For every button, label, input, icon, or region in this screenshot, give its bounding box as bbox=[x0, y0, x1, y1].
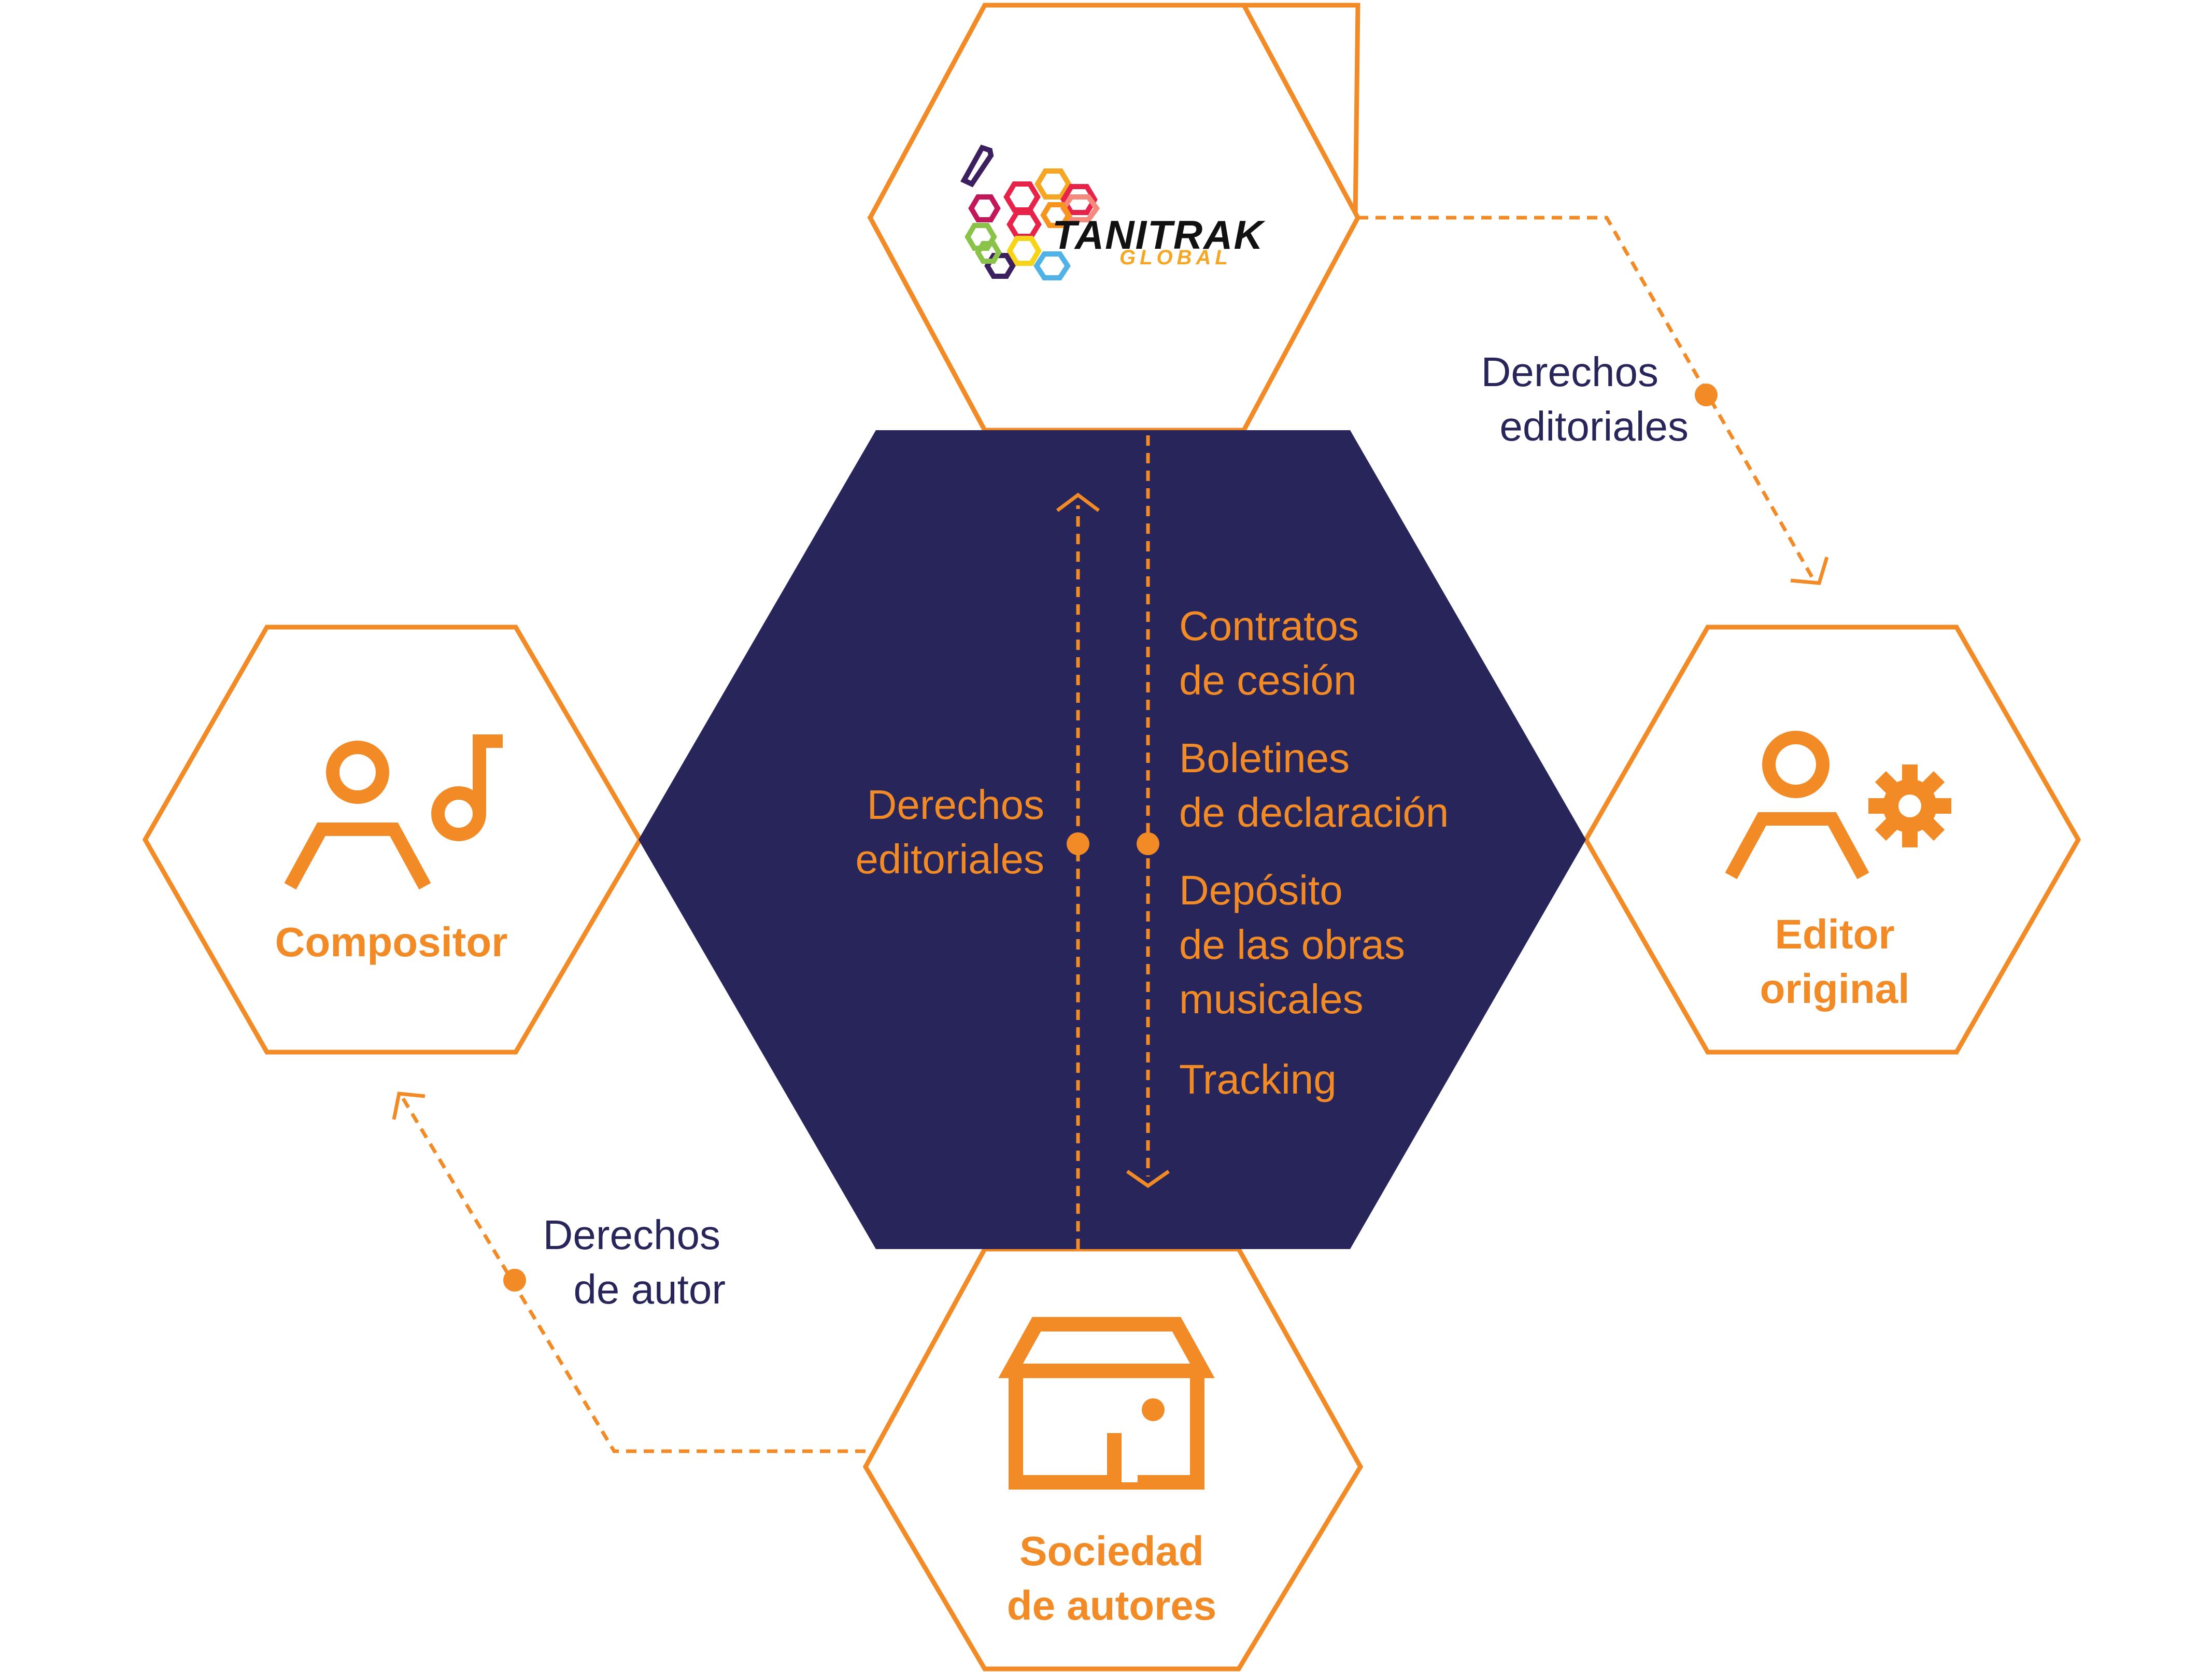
center-down-arrowhead bbox=[1126, 1170, 1170, 1188]
society-label-line1: Sociedad bbox=[1019, 1528, 1204, 1574]
person-gear-icon bbox=[1725, 731, 1951, 880]
logo-brand-main: TANITRAK bbox=[1052, 212, 1266, 258]
logo-brand-sub: GLOBAL bbox=[1119, 246, 1232, 269]
item-deposit-line3: musicales bbox=[1179, 976, 1364, 1022]
author-rights-arrowhead bbox=[392, 1092, 426, 1120]
author-rights-label-line2: de autor bbox=[573, 1266, 726, 1312]
editorial-rights-flow-arrow bbox=[1358, 216, 1816, 582]
item-deposit-line1: Depósito bbox=[1179, 867, 1343, 913]
editorial-rights-label-line2: editoriales bbox=[1499, 403, 1689, 449]
author-rights-label-line1: Derechos bbox=[543, 1212, 720, 1258]
author-rights-dot bbox=[503, 1269, 526, 1292]
building-door-knob bbox=[1142, 1398, 1165, 1421]
logo-hexagon-cluster-icon bbox=[960, 144, 1100, 280]
item-contracts-line1: Contratos bbox=[1179, 603, 1359, 649]
center-right-dot bbox=[1137, 832, 1159, 855]
editorial-rights-arrowhead bbox=[1790, 556, 1829, 585]
editor-label-line2: original bbox=[1760, 966, 1910, 1012]
composer-label: Compositor bbox=[275, 919, 508, 965]
society-label-line2: de autores bbox=[1007, 1582, 1217, 1628]
center-left-dot bbox=[1067, 832, 1089, 855]
tanitrak-logo: TANITRAK GLOBAL bbox=[960, 144, 1266, 280]
center-hexagon bbox=[639, 430, 1586, 1249]
editorial-rights-label-line1: Derechos bbox=[1481, 349, 1658, 395]
center-up-arrowhead bbox=[1056, 492, 1100, 512]
item-bulletins-line1: Boletines bbox=[1179, 735, 1350, 781]
center-items-list: Contratos de cesión Boletines de declara… bbox=[1179, 603, 1449, 1102]
person-music-note-icon bbox=[284, 734, 503, 890]
author-rights-flow-arrow bbox=[400, 1095, 866, 1453]
center-left-label-line1: Derechos bbox=[867, 782, 1044, 828]
editor-label-line1: Editor bbox=[1775, 911, 1894, 957]
building-icon bbox=[998, 1317, 1215, 1490]
gear-icon bbox=[1868, 764, 1951, 847]
item-bulletins-line2: de declaración bbox=[1179, 789, 1449, 835]
editor-hexagon bbox=[1583, 625, 2081, 1055]
item-deposit-line2: de las obras bbox=[1179, 922, 1405, 968]
editorial-rights-dot bbox=[1695, 384, 1718, 406]
center-left-label-line2: editoriales bbox=[855, 836, 1044, 882]
item-tracking: Tracking bbox=[1179, 1056, 1337, 1102]
item-contracts-line2: de cesión bbox=[1179, 657, 1356, 703]
